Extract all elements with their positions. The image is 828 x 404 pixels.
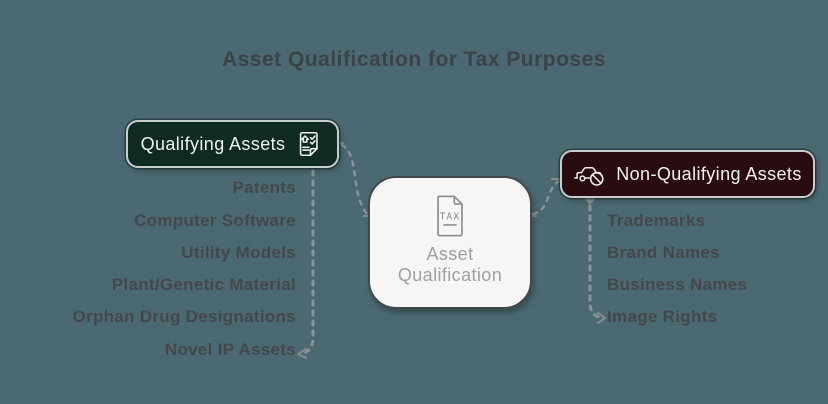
qualifying-item-computer-software: Computer Software	[134, 211, 296, 230]
non-qualifying-item-brand-names: Brand Names	[607, 243, 720, 262]
qualifying-assets-label: Qualifying Assets	[140, 133, 286, 154]
center-label-line2: Qualification	[397, 265, 503, 285]
tax-document-icon: TAX	[431, 193, 469, 239]
car-prohibited-icon	[573, 159, 607, 189]
qualifying-item-patents: Patents	[232, 178, 296, 197]
approved-document-icon	[294, 129, 324, 159]
non-qualifying-assets-node[interactable]: Non-Qualifying Assets	[560, 150, 815, 198]
qualifying-items-line	[299, 169, 315, 356]
qualifying-items-arrow	[296, 347, 308, 360]
center-label-line1: Asset	[426, 244, 474, 264]
qualifying-item-utility-models: Utility Models	[181, 243, 296, 262]
non-qualifying-items-line	[588, 204, 605, 320]
qualifying-assets-node[interactable]: Qualifying Assets	[126, 120, 339, 168]
non-qualifying-item-image-rights: Image Rights	[607, 307, 718, 326]
qualifying-connector	[340, 143, 370, 217]
non-qualifying-item-trademarks: Trademarks	[607, 211, 706, 230]
qualifying-item-orphan-drug-designations: Orphan Drug Designations	[72, 307, 296, 326]
non-qualifying-assets-label: Non-Qualifying Assets	[616, 163, 802, 184]
asset-qualification-node[interactable]: TAX Asset Qualification	[368, 176, 532, 309]
non-qualifying-item-business-names: Business Names	[607, 275, 748, 294]
non-qualifying-items-arrow	[596, 311, 607, 325]
center-node-label: Asset Qualification	[398, 244, 502, 286]
qualifying-item-novel-ip-assets: Novel IP Assets	[164, 340, 296, 359]
tax-icon-label: TAX	[440, 211, 461, 222]
qualifying-item-plant-genetic-material: Plant/Genetic Material	[111, 275, 296, 294]
diagram-title: Asset Qualification for Tax Purposes	[221, 48, 607, 71]
non-qualifying-connector	[531, 179, 561, 216]
